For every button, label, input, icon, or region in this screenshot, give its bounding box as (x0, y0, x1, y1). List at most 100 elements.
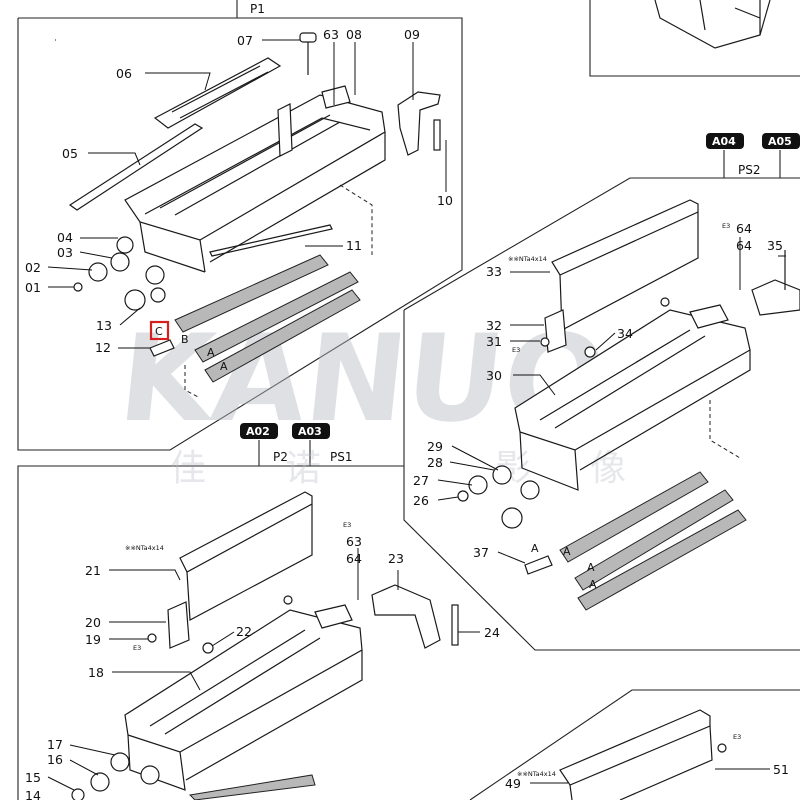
letter-b: B (181, 333, 189, 346)
gear-17 (110, 752, 130, 772)
panel-title-ps1: PS1 (330, 450, 353, 464)
frame-49 (559, 709, 711, 786)
ering-br: E3 (733, 733, 741, 741)
badge-a04: A04 (706, 133, 744, 149)
badge-a02: A02 (240, 423, 278, 439)
label-05: 05 (62, 146, 78, 161)
panel-title-ps2: PS2 (738, 163, 761, 177)
gear-13 (124, 289, 146, 311)
label-20: 20 (85, 615, 101, 630)
label-60: 63 (323, 27, 339, 42)
label-21: 21 (85, 563, 101, 578)
letter-a3: A (531, 542, 539, 555)
ring-01 (73, 282, 83, 292)
label-37: 37 (473, 545, 489, 560)
label-62: 64 (346, 551, 362, 566)
frame-ps2-left (403, 310, 800, 651)
gear-13a (145, 265, 165, 285)
label-04: 04 (57, 230, 73, 245)
label-07: 07 (237, 33, 253, 48)
screw-22 (202, 642, 214, 654)
label-63: 64 (736, 221, 752, 236)
frame-33 (551, 199, 699, 276)
screw-spec-br: ※※NTa4x14 (517, 770, 556, 778)
label-11: 11 (346, 238, 362, 253)
ering-ps2: E3 (722, 222, 730, 230)
pin-07 (299, 32, 317, 43)
svg-text:佳: 佳 (170, 448, 206, 489)
bracket-23 (371, 584, 441, 649)
label-10: 10 (437, 193, 453, 208)
part-labels: 07 63 08 09 06 05 10 11 04 03 02 01 13 1… (25, 27, 789, 800)
gear-02 (88, 262, 108, 282)
letter-a1: A (207, 346, 215, 359)
svg-text:A04: A04 (712, 135, 736, 148)
gear-16 (90, 772, 110, 792)
roller-ps2-2 (574, 489, 734, 591)
screw-spec-p2: ※※NTa4x14 (125, 544, 164, 552)
panel-frames (17, 0, 800, 800)
screw-34 (584, 346, 596, 358)
label-29: 29 (427, 439, 443, 454)
gear-03 (110, 252, 130, 272)
cover-06 (153, 57, 282, 129)
frame-ps2-top (403, 177, 800, 311)
top-right-fragment (654, 0, 771, 49)
ps2-assembly (457, 199, 800, 611)
gear-29 (492, 465, 512, 485)
gear-04 (116, 236, 134, 254)
roller-p2 (188, 774, 316, 800)
label-18: 18 (88, 665, 104, 680)
label-28: 28 (427, 455, 443, 470)
shaft-12 (149, 339, 175, 357)
label-19: 19 (85, 632, 101, 647)
ering-ps2-b: E3 (512, 346, 520, 354)
svg-text:A05: A05 (768, 135, 792, 148)
frame-21 (179, 491, 313, 573)
label-17: 17 (47, 737, 63, 752)
pin-10 (433, 119, 441, 151)
bracket-32 (544, 309, 567, 353)
ering-p2-b: E3 (133, 644, 141, 652)
frame-top-right (589, 0, 800, 77)
label-13: 13 (96, 318, 112, 333)
label-24: 24 (484, 625, 500, 640)
label-09: 09 (404, 27, 420, 42)
letter-a4: A (563, 545, 571, 558)
label-16: 16 (47, 752, 63, 767)
small-labels: ※※NTa4x14 ※※NTa4x14 ※※NTa4x14 E3 E3 E3 E… (125, 222, 741, 778)
p1-assembly (68, 32, 441, 399)
label-14: 14 (25, 788, 41, 800)
ring-26 (457, 490, 469, 502)
label-15: 15 (25, 770, 41, 785)
shaft-11 (209, 224, 333, 257)
ring-19 (147, 633, 157, 643)
ering-p2: E3 (343, 521, 351, 529)
label-26: 26 (413, 493, 429, 508)
frame-p1 (17, 17, 463, 451)
label-03: 03 (57, 245, 73, 260)
badge-a03: A03 (292, 423, 330, 439)
gear-15 (71, 788, 85, 800)
roller-a1 (194, 271, 359, 363)
panel-title-p1: P1 (250, 2, 265, 16)
bracket-35 (751, 279, 800, 316)
label-34: 34 (617, 326, 633, 341)
badge-a05: A05 (762, 133, 800, 149)
p2-assembly (71, 491, 459, 800)
roller-a2 (204, 289, 361, 383)
label-01: 01 (25, 280, 41, 295)
label-31: 31 (486, 334, 502, 349)
roller-ps2-3 (577, 509, 747, 611)
panel-title-p2: P2 (273, 450, 288, 464)
leader-lines (47, 39, 786, 791)
label-33: 33 (486, 264, 502, 279)
label-27: 27 (413, 473, 429, 488)
frame-bottom-right (469, 689, 800, 800)
label-32: 32 (486, 318, 502, 333)
label-51: 51 (773, 762, 789, 777)
bottom-right-assembly (559, 709, 727, 800)
rail-05 (68, 123, 204, 211)
